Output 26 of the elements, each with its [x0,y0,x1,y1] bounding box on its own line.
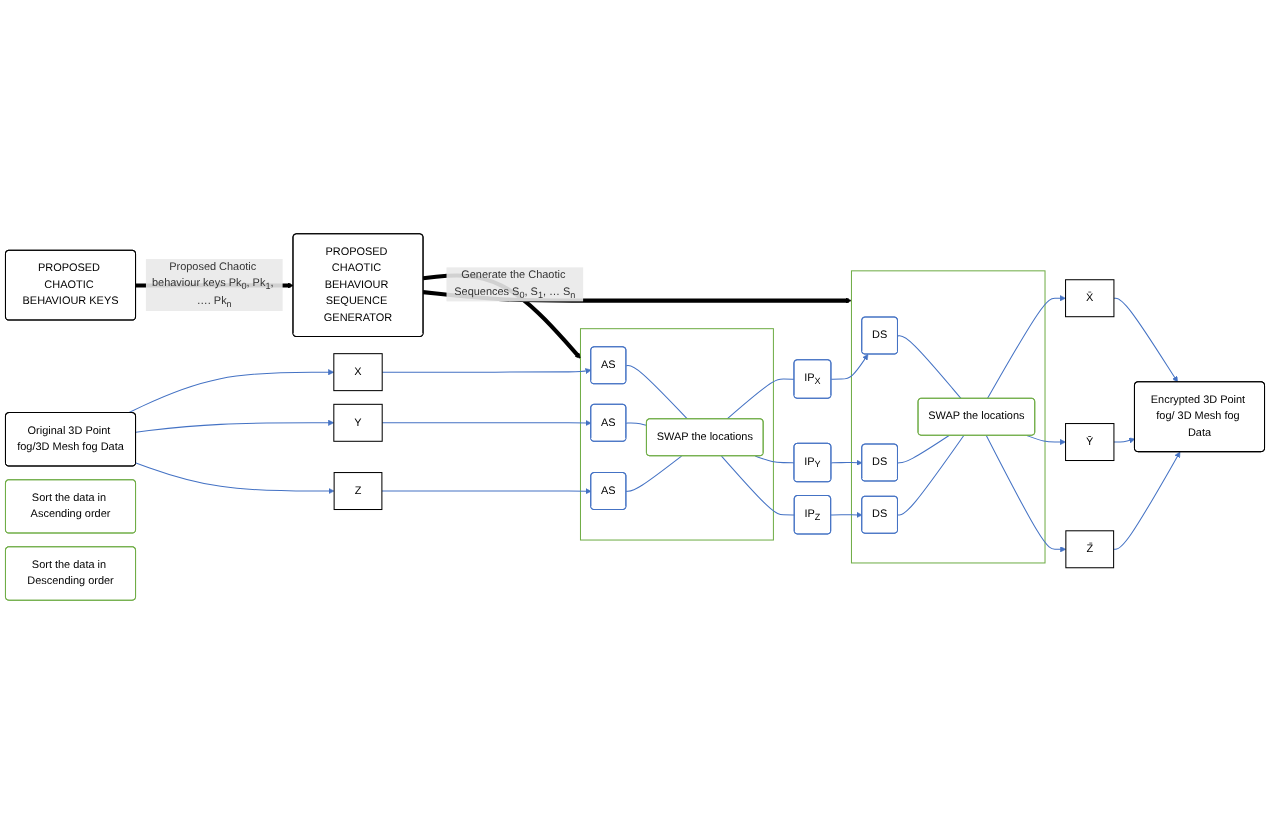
arrow [135,419,335,433]
arrow [986,295,1066,400]
arrow [381,488,592,495]
arrow [1113,437,1136,444]
arrow [127,369,335,414]
connector [625,455,683,492]
cluster [850,270,1046,564]
connector [625,422,648,426]
connector [897,435,950,464]
arrow [830,354,869,380]
arrow [1026,435,1066,446]
connector [897,335,962,400]
connector [726,378,795,420]
arrow [1113,451,1181,550]
connector [625,365,688,420]
arrow [381,368,592,375]
arrow [830,459,863,466]
arrow [381,419,592,426]
connector [721,455,796,516]
cluster [579,328,774,541]
arrow [985,435,1067,553]
arrow [1113,297,1178,383]
arrow [830,511,863,518]
arrow [135,462,335,495]
connector [897,435,965,516]
connector [754,455,795,464]
